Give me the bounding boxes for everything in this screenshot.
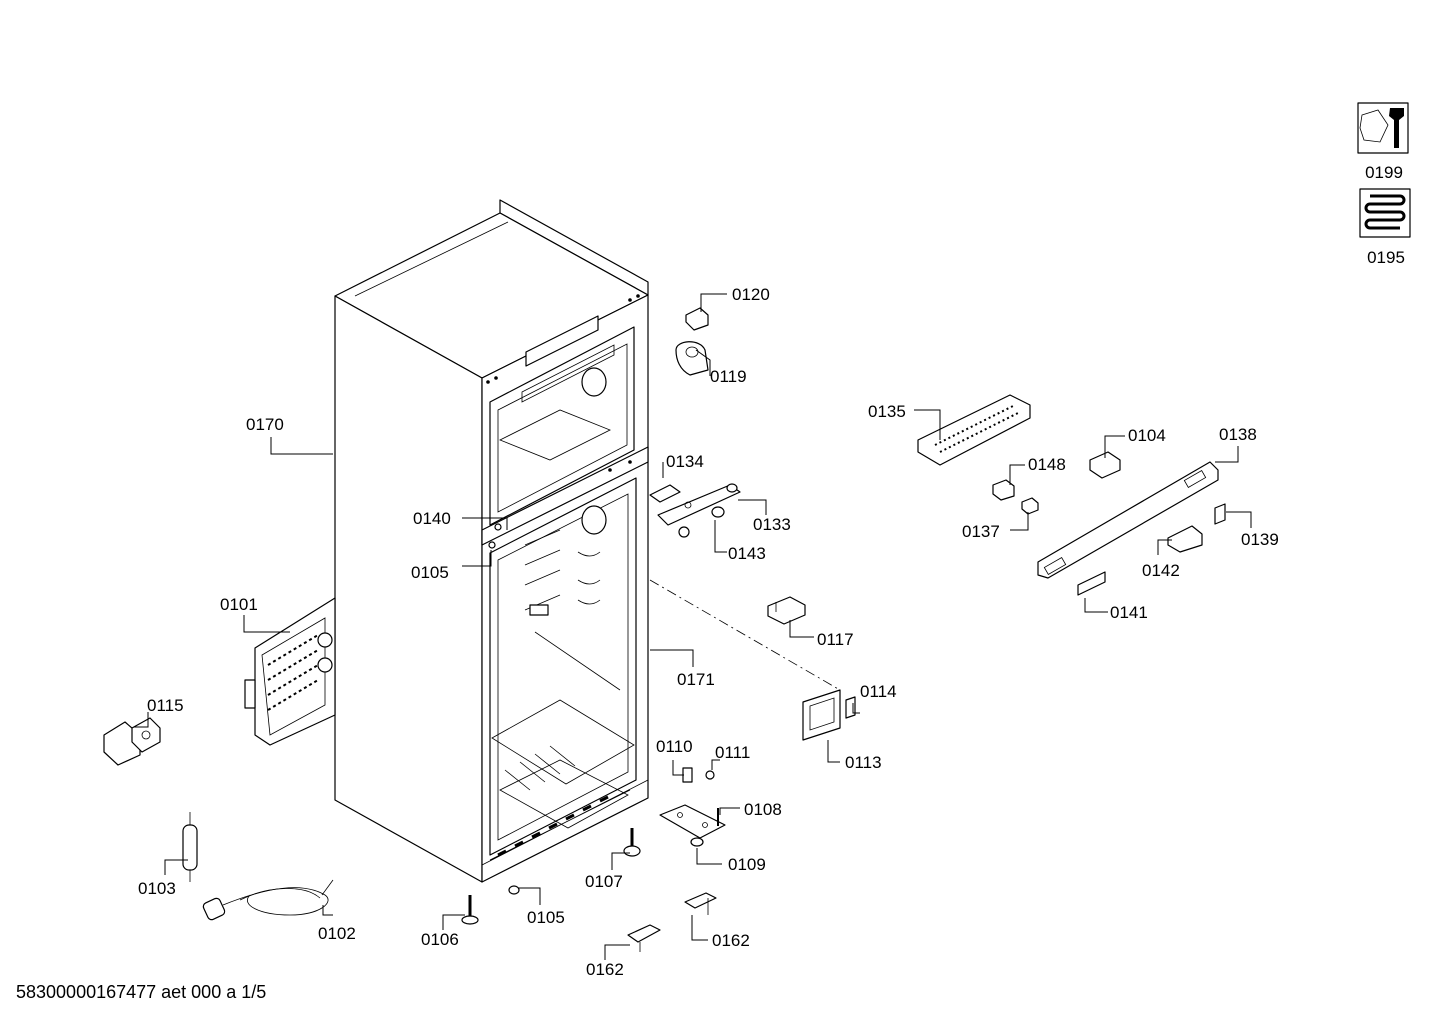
callout-0115: 0115 [147, 696, 184, 715]
part-0114-lamp-cover[interactable] [845, 696, 856, 719]
part-0115-starter-relay[interactable] [103, 717, 161, 766]
callout-0170: 0170 [246, 415, 284, 434]
callout-0111: 0111 [715, 743, 750, 762]
callout-0103: 0103 [138, 879, 176, 898]
part-0113-frame[interactable] [802, 689, 841, 741]
part-0143-cap[interactable] [678, 526, 690, 538]
part-0117-thermostat[interactable] [767, 596, 806, 625]
part-0119-holder[interactable] [675, 341, 709, 376]
part-0140-screw[interactable] [494, 523, 502, 531]
callout-0137: 0137 [962, 522, 1000, 541]
part-0103-filter-drier[interactable] [182, 812, 198, 882]
callout-0133: 0133 [753, 515, 791, 534]
part-0106-adjustable-foot[interactable] [461, 895, 479, 925]
part-0120-clip[interactable] [685, 307, 709, 331]
document-id: 58300000167477 aet 000 a 1/5 [16, 982, 266, 1002]
fridge-vent-hole [581, 505, 607, 535]
callout-0138: 0138 [1219, 425, 1257, 444]
part-0134-hinge-plate[interactable] [649, 484, 741, 526]
wrench-shape [1389, 108, 1404, 148]
callout-0119: 0119 [710, 367, 747, 386]
part-0138-control-panel[interactable] [1037, 461, 1219, 579]
nut-shape [1359, 109, 1389, 143]
part-0108-bottom-hinge[interactable] [659, 804, 726, 847]
callout-0140: 0140 [413, 509, 451, 528]
part-0133-hinge-pin[interactable] [711, 483, 738, 518]
freezer-air-duct [525, 315, 599, 367]
part-0105-grommet[interactable] [508, 885, 520, 895]
callout-0134: 0134 [666, 452, 704, 471]
legend-item-0195[interactable]: 0195 [1359, 188, 1411, 267]
legend-item-0199[interactable]: 0199 [1357, 102, 1409, 182]
freezer-vent-hole [581, 367, 607, 397]
callout-0109: 0109 [728, 855, 766, 874]
part-0111-screw[interactable] [705, 770, 715, 780]
callout-0102: 0102 [318, 924, 356, 943]
leader-lines [134, 293, 1252, 960]
callout-0107: 0107 [585, 872, 623, 891]
callout-0142: 0142 [1142, 561, 1180, 580]
part-0135-control-housing[interactable] [917, 394, 1031, 466]
callout-0104: 0104 [1128, 426, 1166, 445]
callout-0101: 0101 [220, 595, 258, 614]
part-0110-door-stop[interactable] [682, 767, 693, 783]
part-0107-adjustable-foot[interactable] [623, 828, 641, 857]
part-0104-switch[interactable] [1089, 451, 1121, 479]
callout-0148: 0148 [1028, 455, 1066, 474]
callout-0120: 0120 [732, 285, 770, 304]
callout-0105-lower: 0105 [527, 908, 565, 927]
part-0141-label[interactable] [1077, 571, 1106, 596]
part-0137-connector[interactable] [1021, 497, 1039, 515]
part-0142-knob[interactable] [1167, 525, 1203, 553]
callout-0143: 0143 [728, 544, 766, 563]
callout-0171: 0171 [677, 670, 715, 689]
callout-labels: 0120 0119 0170 0134 0133 0143 0140 0105 … [138, 285, 1279, 979]
part-0139-label[interactable] [1214, 503, 1226, 525]
fresh-food-compartment [489, 477, 637, 856]
callout-0141: 0141 [1110, 603, 1148, 622]
cabinet-assembly [334, 199, 841, 883]
part-0102-power-cord[interactable] [202, 879, 334, 921]
legend-label-0195: 0195 [1367, 248, 1405, 267]
legend-label-0199: 0199 [1365, 163, 1403, 182]
cabinet-side-wall [334, 295, 483, 883]
callout-0139: 0139 [1241, 530, 1279, 549]
part-0162-bracket-b[interactable] [684, 892, 717, 915]
part-0101-rear-cover[interactable] [244, 597, 336, 746]
callout-0110: 0110 [656, 737, 693, 756]
coil-shape [1364, 194, 1406, 230]
part-0105-plug[interactable] [488, 541, 496, 549]
part-0162-bracket-a[interactable] [627, 924, 661, 952]
compartment-divider [481, 446, 649, 546]
callout-0108: 0108 [744, 800, 782, 819]
callout-0106: 0106 [421, 930, 459, 949]
callout-0117: 0117 [817, 630, 854, 649]
callout-0135: 0135 [868, 402, 906, 421]
callout-0114: 0114 [860, 682, 897, 701]
callout-0113: 0113 [845, 753, 882, 772]
part-0148-connector[interactable] [992, 479, 1015, 501]
callout-0105-upper: 0105 [411, 563, 449, 582]
callout-0162-b: 0162 [712, 931, 750, 950]
callout-0162-a: 0162 [586, 960, 624, 979]
